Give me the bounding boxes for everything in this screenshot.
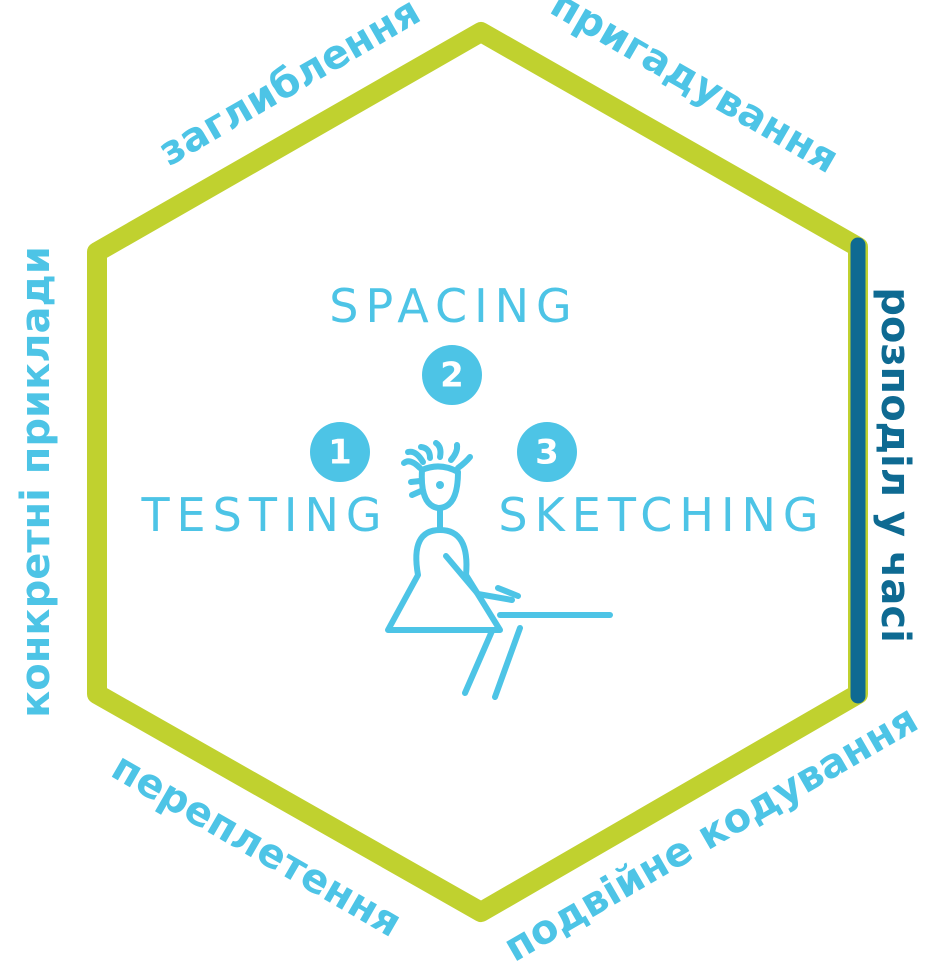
step-badge-2: 2 <box>422 345 482 405</box>
step-badge-3: 3 <box>517 422 577 482</box>
step-badge-1: 1 <box>310 422 370 482</box>
testing-label: TESTING <box>140 488 388 542</box>
edge-label-bottom-right: подвійне кодування <box>496 696 925 969</box>
edge-label-left: конкретні приклади <box>13 246 59 718</box>
step-number: 2 <box>440 356 464 396</box>
step-number: 1 <box>328 433 352 473</box>
step-number: 3 <box>535 433 559 473</box>
edge-label-right: розподіл у часі <box>872 287 918 643</box>
sketching-label: SKETCHING <box>498 488 825 542</box>
person-writing-at-desk-icon <box>385 440 613 700</box>
hexagon-outline <box>87 22 868 922</box>
spacing-label: SPACING <box>329 279 578 333</box>
